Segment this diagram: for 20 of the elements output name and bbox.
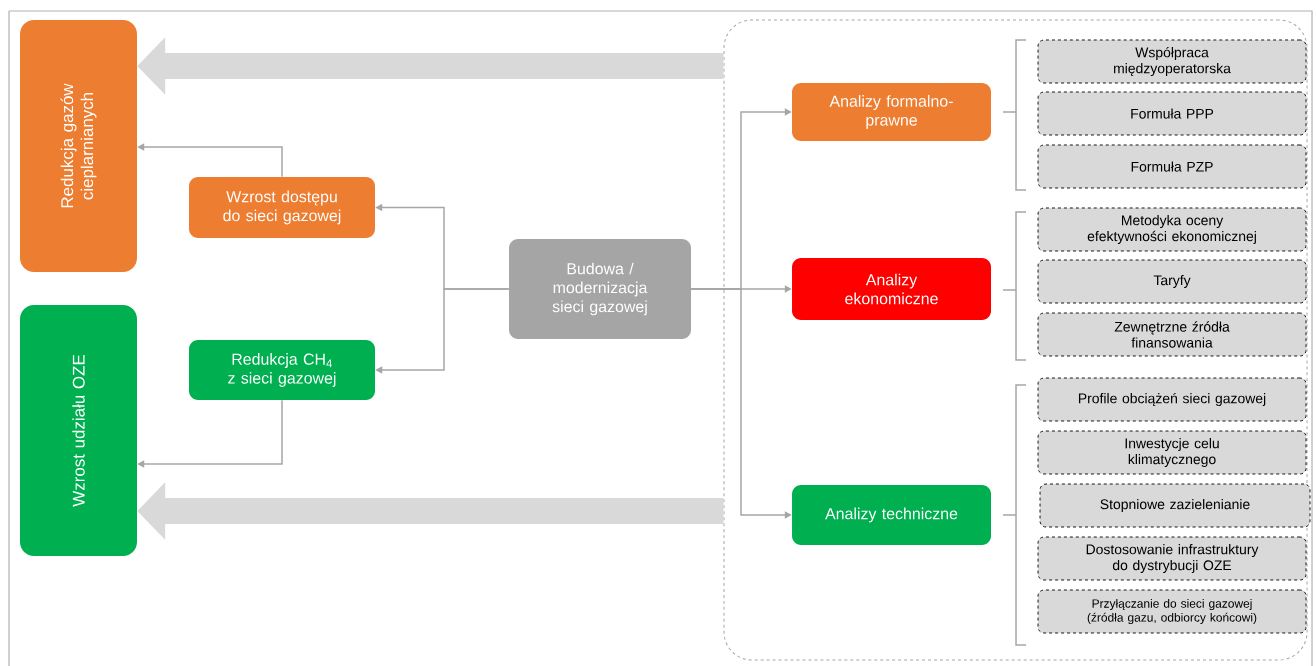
goal-box: Wzrost udziału OZE — [20, 305, 137, 556]
process-box: Budowa / modernizacja sieci gazowej — [509, 239, 691, 339]
task-box: Zewnętrzne źródła finansowania — [1037, 312, 1307, 357]
task-box: Formuła PZP — [1037, 144, 1307, 189]
category-box: Analizy ekonomiczne — [792, 258, 991, 320]
category-box: Analizy techniczne — [792, 485, 991, 545]
dashed-frame — [723, 19, 1308, 661]
goal-box: Redukcja gazów cieplarnianych — [20, 20, 137, 272]
task-box: Współpraca międzyoperatorska — [1037, 39, 1307, 84]
task-box: Taryfy — [1037, 259, 1307, 304]
task-box: Profile obciążeń sieci gazowej — [1037, 377, 1307, 422]
task-box: Przyłączanie do sieci gazowej (źródła gazu, odbiorcy końcowi) — [1037, 589, 1307, 634]
task-box: Metodyka oceny efektywności ekonomicznej — [1037, 207, 1307, 252]
effect-box: Wzrost dostępu do sieci gazowej — [189, 177, 375, 238]
category-box: Analizy formalno-prawne — [792, 83, 991, 141]
task-box: Inwestycje celu klimatycznego — [1037, 430, 1307, 475]
task-box: Dostosowanie infrastruktury do dystrybucji OZE — [1037, 536, 1307, 581]
task-box: Stopniowe zazielenianie — [1039, 483, 1311, 528]
task-box: Formuła PPP — [1037, 91, 1307, 136]
effect-box: Redukcja CH$_{4}$ z sieci gazowej — [189, 340, 375, 400]
